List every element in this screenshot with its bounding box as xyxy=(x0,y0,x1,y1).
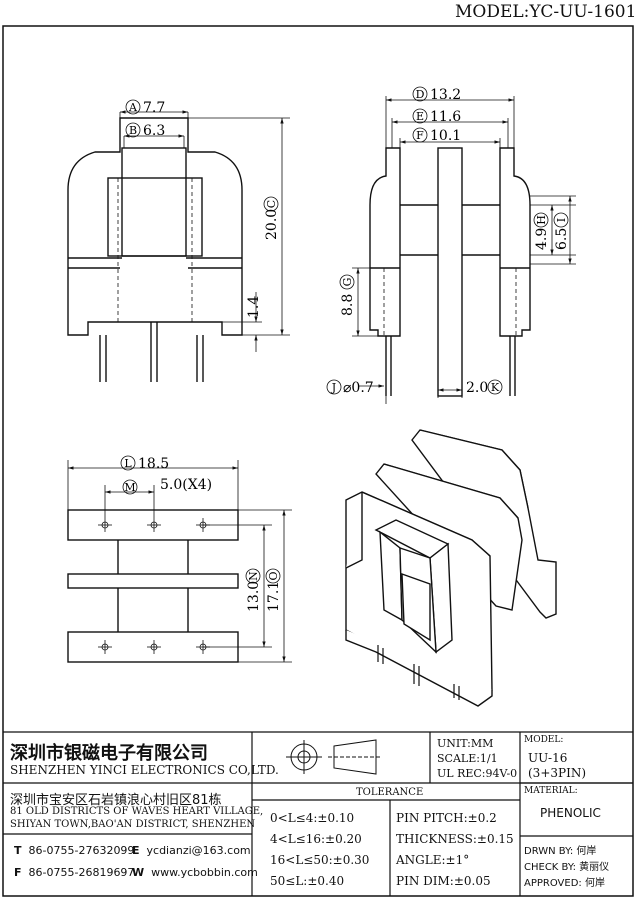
fax-label: F xyxy=(14,866,22,879)
model-number: MODEL:YC-UU-1601 xyxy=(455,2,637,22)
label-E-value: 11.6 xyxy=(430,109,461,125)
label-C-value: 20.0 xyxy=(264,209,280,240)
tolerance-1: 0<L≤4:±0.10 xyxy=(270,811,355,825)
tolerance-2: 4<L≤16:±0.20 xyxy=(270,832,362,846)
label-B-value: 6.3 xyxy=(143,123,165,139)
label-I: 6.5 I xyxy=(553,212,570,250)
label-L: L 18.5 xyxy=(120,455,169,472)
label-B-letter: B xyxy=(129,124,137,137)
label-M: M 5.0(X4) xyxy=(122,477,212,495)
isometric-view xyxy=(345,429,557,707)
label-E-letter: E xyxy=(416,110,424,123)
label-J: J ⌀0.7 xyxy=(326,379,374,396)
label-L-value: 18.5 xyxy=(138,456,169,472)
pin-dim-tolerance: PIN DIM:±0.05 xyxy=(396,874,491,888)
website-link[interactable]: www.ycbobbin.com xyxy=(151,866,258,879)
title-block-lines xyxy=(3,731,633,896)
side-view xyxy=(369,147,531,397)
label-K-letter: K xyxy=(491,381,500,394)
front-view-dimensions xyxy=(119,110,290,352)
side-view-dimensions xyxy=(352,96,576,404)
label-A: A 7.7 xyxy=(125,99,165,116)
label-small-dim: 1.4 xyxy=(246,296,262,318)
label-D: D 13.2 xyxy=(412,86,461,103)
drawn-by: DRWN BY: 何岸 xyxy=(524,846,597,857)
company-name-en: SHENZHEN YINCI ELECTRONICS CO,LTD. xyxy=(10,763,279,777)
email-address[interactable]: ycdianzi@163.com xyxy=(146,844,251,857)
bottom-view xyxy=(67,509,239,663)
scale-label: SCALE:1/1 xyxy=(437,752,498,765)
label-O: 17.1 O xyxy=(265,568,282,612)
label-A-letter: A xyxy=(128,101,138,114)
address-en-line1: 81 OLD DISTRICTS OF WAVES HEART VILLAGE, xyxy=(10,806,264,817)
unit-label: UNIT:MM xyxy=(437,737,494,750)
material-label: MATERIAL: xyxy=(524,786,578,796)
label-A-value: 7.7 xyxy=(143,100,165,116)
front-view xyxy=(67,117,243,382)
tolerance-3: 16<L≤50:±0.30 xyxy=(270,853,370,867)
label-J-value: ⌀0.7 xyxy=(343,380,374,396)
bottom-view-dimensions xyxy=(67,460,292,663)
label-O-value: 17.1 xyxy=(266,581,282,612)
drawing-frame xyxy=(2,25,634,897)
tel-row: T 86-0755-27632099 xyxy=(14,844,134,857)
label-F-letter: F xyxy=(416,129,424,142)
checked-by: CHECK BY: 黄丽仪 xyxy=(524,862,610,873)
pin-count: (3+3PIN) xyxy=(528,766,587,780)
address-cn: 深圳市宝安区石岩镇浪心村旧区81栋 xyxy=(10,793,222,808)
label-H-value: 4.9 xyxy=(534,228,550,250)
address-en-line2: SHIYAN TOWN,BAO'AN DISTRICT, SHENZHEN xyxy=(10,819,256,830)
fax-row: F 86-0755-26819697 xyxy=(14,866,134,879)
label-C-letter: C xyxy=(265,200,278,208)
label-I-letter: I xyxy=(555,218,568,222)
label-N: 13.0 N xyxy=(245,568,262,612)
label-M-letter: M xyxy=(124,481,135,494)
front-view-hidden-lines xyxy=(117,178,193,322)
angle-tolerance: ANGLE:±1° xyxy=(396,853,470,867)
label-K: 2.0 K xyxy=(466,379,503,396)
side-view-hidden-lines xyxy=(383,268,517,336)
label-D-value: 13.2 xyxy=(430,87,461,103)
label-C: 20.0 C xyxy=(263,196,280,240)
isometric-pins xyxy=(377,645,460,700)
symbol-third-angle xyxy=(286,739,382,775)
label-N-letter: N xyxy=(247,571,260,581)
web-label: W xyxy=(132,866,145,879)
tolerance-title: TOLERANCE xyxy=(356,787,424,798)
label-E: E 11.6 xyxy=(412,108,461,125)
label-M-value: 5.0(X4) xyxy=(160,477,212,493)
fax-number: 86-0755-26819697 xyxy=(28,866,135,879)
label-L-letter: L xyxy=(124,457,132,470)
model-name: UU-16 xyxy=(528,751,568,765)
label-H: 4.9 H xyxy=(533,212,550,250)
label-J-letter: J xyxy=(331,381,336,394)
label-B: B 6.3 xyxy=(125,122,165,139)
tolerance-4: 50≤L:±0.40 xyxy=(270,874,345,888)
label-O-letter: O xyxy=(267,571,280,580)
pin-holes xyxy=(98,518,210,654)
tel-label: T xyxy=(14,844,22,857)
model-label: MODEL: xyxy=(524,735,564,745)
label-K-value: 2.0 xyxy=(466,380,488,396)
pin-pitch-tolerance: PIN PITCH:±0.2 xyxy=(396,811,497,825)
approved-by: APPROVED: 何岸 xyxy=(524,878,605,889)
web-row: W www.ycbobbin.com xyxy=(132,866,258,879)
label-I-value: 6.5 xyxy=(554,228,570,250)
label-H-letter: H xyxy=(535,215,548,225)
thickness-tolerance: THICKNESS:±0.15 xyxy=(396,832,514,846)
material-value: PHENOLIC xyxy=(540,806,601,820)
label-N-value: 13.0 xyxy=(246,581,262,612)
tel-number: 86-0755-27632099 xyxy=(28,844,135,857)
email-label: E xyxy=(132,844,140,857)
email-row: E ycdianzi@163.com xyxy=(132,844,251,857)
label-G-letter: G xyxy=(341,278,354,287)
company-name-cn: 深圳市银磁电子有限公司 xyxy=(10,743,208,764)
label-G-value: 8.8 xyxy=(340,294,356,316)
label-D-letter: D xyxy=(416,88,425,101)
ul-label: UL REC:94V-0 xyxy=(437,767,518,780)
label-F-value: 10.1 xyxy=(430,128,461,144)
label-G: 8.8 G xyxy=(339,274,356,316)
label-F: F 10.1 xyxy=(412,127,461,144)
